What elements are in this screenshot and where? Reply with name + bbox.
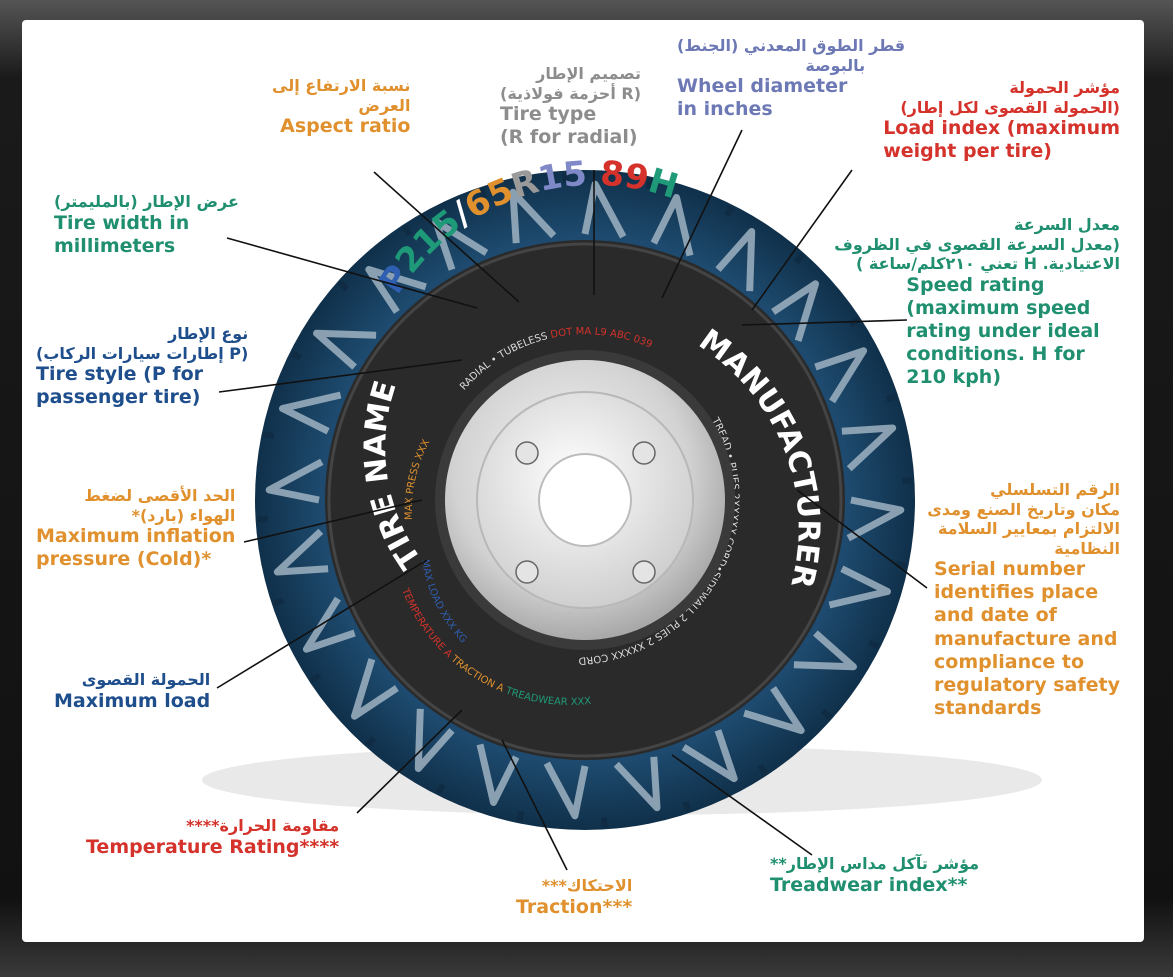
tire-style-label: نوع الإطار (P إطارات سيارات الركاب) Tire… bbox=[36, 324, 248, 409]
speed-rating-label: معدل السرعة (معدل السرعة القصوى في الظرو… bbox=[834, 215, 1120, 389]
tire-type-label: تصميم الإطار (R أحزمة فولاذية) Tire type… bbox=[500, 64, 641, 149]
max-load-label: الحمولة القصوى Maximum load bbox=[54, 670, 210, 713]
aspect-ratio-label: نسبة الارتفاع إلى العرض Aspect ratio bbox=[272, 76, 410, 138]
treadwear-label: مؤشر تآكل مداس الإطار** Treadwear index*… bbox=[770, 854, 979, 897]
tread-groove bbox=[887, 396, 897, 399]
lug-hole bbox=[633, 561, 655, 583]
tread-groove bbox=[438, 784, 442, 793]
traction-label: الاحتكاك*** Traction*** bbox=[516, 876, 632, 919]
lug-hole bbox=[633, 442, 655, 464]
code-load: 89 bbox=[599, 154, 652, 200]
tire-width-label: عرض الإطار (بالمليمتر) Tire width in mil… bbox=[54, 192, 239, 258]
tread-groove bbox=[727, 207, 731, 216]
wheel-diameter-label: قطر الطوق المعدني (الجنط) بالبوصة Wheel … bbox=[677, 36, 905, 121]
code-rim: 15 bbox=[535, 154, 588, 200]
tread-groove bbox=[869, 642, 878, 646]
lug-hole bbox=[516, 561, 538, 583]
tread-groove bbox=[258, 519, 268, 520]
tread-groove bbox=[604, 817, 605, 827]
load-index-label: مؤشر الحمولة (الحمولة القصوى لكل إطار) L… bbox=[883, 78, 1120, 163]
serial-number-label: الرقم التسلسلي مكان وتاريخ الصنع ومدى ال… bbox=[924, 480, 1120, 720]
lug-hole bbox=[516, 442, 538, 464]
center-bore bbox=[539, 454, 631, 546]
temperature-label: مقاومة الحرارة**** Temperature Rating***… bbox=[86, 816, 339, 859]
tread-groove bbox=[292, 353, 301, 357]
max-inflation-label: الحد الأقصى لضغط الهواء (بارد)* Maximum … bbox=[36, 486, 235, 571]
tread-groove bbox=[519, 812, 521, 822]
tread-groove bbox=[902, 480, 912, 481]
tread-groove bbox=[274, 601, 284, 604]
tread-groove bbox=[264, 434, 274, 436]
tread-groove bbox=[686, 802, 689, 812]
